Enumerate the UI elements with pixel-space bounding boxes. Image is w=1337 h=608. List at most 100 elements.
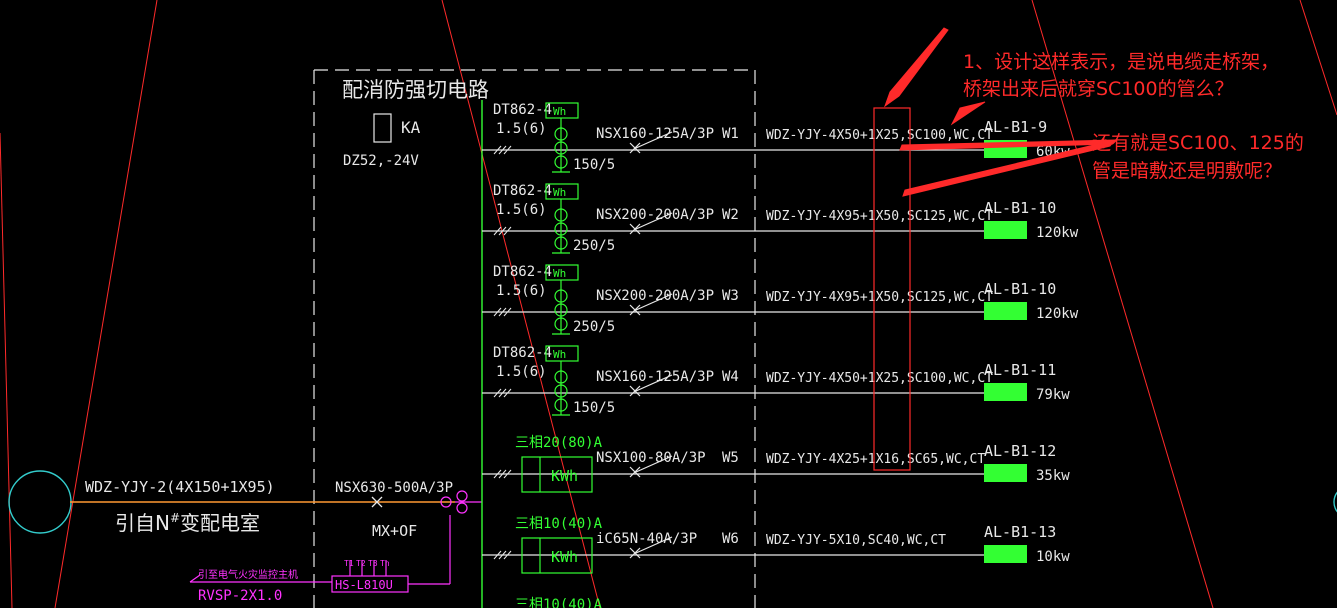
residual-current-ct-icon [440, 490, 482, 514]
meter-model: 三相10(40)A [515, 597, 603, 608]
meter-badge: Wh [553, 105, 566, 118]
arrow-icon [950, 101, 986, 126]
breaker-label: iC65N-40A/3P [596, 531, 697, 547]
terminal-label: Tn [380, 559, 390, 568]
current-transformer-icon [554, 370, 568, 384]
relay-model: DZ52,-24V [343, 153, 419, 169]
destination-panel: AL-B1-10 [984, 199, 1056, 217]
current-transformer-icon [554, 289, 568, 303]
meter-badge: Wh [553, 348, 566, 361]
three-phase-tick [498, 145, 507, 155]
breaker-contact-icon [635, 374, 673, 392]
annotation-highlight-box [873, 107, 911, 471]
fire-monitor-wiring [189, 515, 451, 593]
load-label: 120kw [1036, 225, 1079, 241]
breaker-contact-icon [635, 212, 673, 230]
red-diagonal-line [0, 132, 13, 608]
breaker-cross-icon [629, 466, 641, 478]
terminal-label: T2 [356, 559, 366, 568]
breaker-label: NSX160-125A/3P [596, 126, 714, 142]
breaker-cross-icon [629, 304, 641, 316]
circuit-id: W5 [722, 450, 739, 466]
three-phase-tick [503, 307, 512, 317]
annotation-question-1-line-2: 桥架出来后就穿SC100的管么？ [963, 78, 1234, 100]
load-box-icon [984, 221, 1027, 239]
meter-badge: KWh [551, 548, 578, 566]
red-diagonal-line [1031, 0, 1214, 608]
annotation-question-2-line-2: 管是暗敷还是明敷呢？ [1092, 160, 1282, 182]
meter-model: DT862-4 [493, 264, 552, 280]
three-phase-tick [503, 469, 512, 479]
breaker-label: NSX100-80A/3P [596, 450, 706, 466]
breaker-contact-icon [635, 455, 673, 473]
breaker-cross-icon [629, 547, 641, 559]
meter-badge: Wh [553, 186, 566, 199]
three-phase-tick [498, 388, 507, 398]
breaker-cross-icon [629, 223, 641, 235]
cable-spec: WDZ-YJY-4X25+1X16,SC65,WC,CT [766, 452, 985, 467]
current-transformer-icon [554, 141, 568, 155]
breaker-cross-icon [629, 385, 641, 397]
wh-meter-icon [545, 345, 579, 362]
destination-panel: AL-B1-9 [984, 118, 1047, 136]
cable-spec: WDZ-YJY-4X95+1X50,SC125,WC,CT [766, 209, 993, 224]
red-diagonal-line [441, 0, 601, 608]
cable-spec: WDZ-YJY-4X95+1X50,SC125,WC,CT [766, 290, 993, 305]
breaker-label: NSX160-125A/3P [596, 369, 714, 385]
destination-panel: AL-B1-10 [984, 280, 1056, 298]
three-phase-tick [503, 550, 512, 560]
panel-boundary [313, 69, 756, 608]
three-phase-tick [493, 226, 502, 236]
meter-rating: 1.5(6) [496, 364, 547, 380]
breaker-contact-icon [635, 293, 673, 311]
meter-badge: Wh [553, 267, 566, 280]
three-phase-tick [493, 469, 502, 479]
cable-spec: WDZ-YJY-4X50+1X25,SC100,WC,CT [766, 128, 993, 143]
meter-rating: 1.5(6) [496, 283, 547, 299]
meter-rating: 1.5(6) [496, 202, 547, 218]
destination-panel: AL-B1-13 [984, 523, 1056, 541]
load-label: 79kw [1036, 387, 1070, 403]
fire-monitor-terminals: T1 T2 T3 Tn [344, 559, 390, 568]
three-phase-tick [493, 550, 502, 560]
load-box-icon [984, 545, 1027, 563]
current-transformer-icon [554, 384, 568, 398]
relay-coil-icon [373, 113, 392, 143]
meter-rating: 1.5(6) [496, 121, 547, 137]
current-transformer-icon [554, 208, 568, 222]
wh-meter-icon [545, 102, 579, 119]
load-label: 35kw [1036, 468, 1070, 484]
annotation-question-1-line-1: 1、设计这样表示，是说电缆走桥架， [963, 51, 1279, 73]
current-transformer-icon [554, 236, 568, 250]
meter-badge: KWh [551, 467, 578, 485]
red-diagonal-line [1299, 0, 1337, 116]
main-breaker-icon [371, 496, 383, 508]
circuit-id: W4 [722, 369, 739, 385]
terminal-label: T3 [368, 559, 378, 568]
three-phase-tick [493, 145, 502, 155]
three-phase-tick [498, 307, 507, 317]
wh-meter-icon [545, 183, 579, 200]
incoming-bubble-icon [8, 470, 72, 534]
meter-model: DT862-4 [493, 183, 552, 199]
annotation-arrows [883, 27, 1117, 197]
ct-ratio: 150/5 [573, 400, 615, 416]
meter-model: 三相20(80)A [515, 435, 603, 451]
three-phase-tick [503, 145, 512, 155]
circuit-id: W1 [722, 126, 739, 142]
load-box-icon [984, 464, 1027, 482]
kwh-meter-icon [521, 456, 593, 493]
meter-model: DT862-4 [493, 345, 552, 361]
destination-panel: AL-B1-12 [984, 442, 1056, 460]
current-transformer-icon [554, 155, 568, 169]
breaker-contact-icon [635, 536, 673, 554]
breaker-contact-icon [635, 131, 673, 149]
three-phase-tick [503, 388, 512, 398]
current-transformer-icon [554, 222, 568, 236]
ct-ratio: 150/5 [573, 157, 615, 173]
load-label: 10kw [1036, 549, 1070, 565]
meter-model: DT862-4 [493, 102, 552, 118]
terminal-label: T1 [344, 559, 354, 568]
arrow-icon [883, 27, 949, 108]
meter-model: 三相10(40)A [515, 516, 603, 532]
